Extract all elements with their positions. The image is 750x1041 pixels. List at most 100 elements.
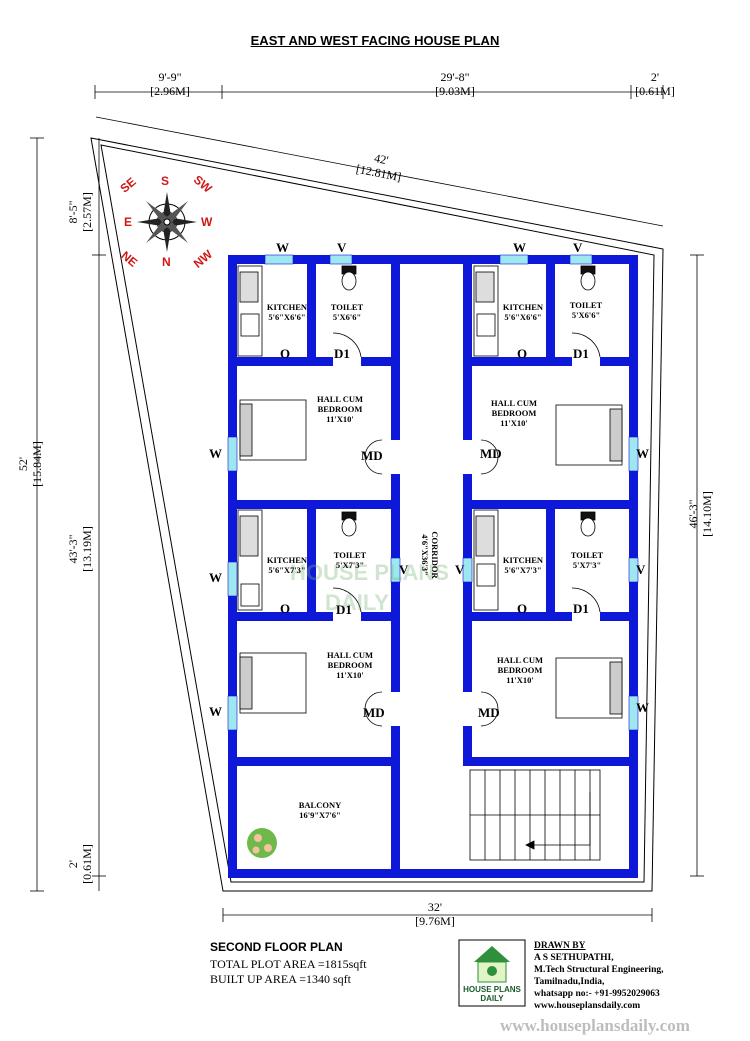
dim-left-mid: 43'-3" [13.19M] xyxy=(66,509,94,589)
staircase xyxy=(469,769,601,861)
kitchen-fixtures xyxy=(237,265,499,611)
dim-right-total: 46'-3" [14.10M] xyxy=(686,474,714,554)
compass-s: S xyxy=(161,174,170,188)
room-name-1: HALL CUM xyxy=(496,655,544,665)
room-balcony: BALCONY 16'9"X7'6" xyxy=(290,800,350,820)
plan-name: SECOND FLOOR PLAN xyxy=(210,940,343,954)
dim-left-total: 52' [15.84M] xyxy=(16,424,44,504)
mark-window: W xyxy=(209,704,222,719)
mark-window: W xyxy=(209,570,222,585)
bed-fixtures xyxy=(239,399,623,719)
dim-bottom-m: [9.76M] xyxy=(415,914,455,928)
room-name: TOILET xyxy=(570,550,604,560)
room-name-1: HALL CUM xyxy=(490,398,538,408)
mark-window: W xyxy=(636,446,649,461)
room-name: KITCHEN xyxy=(502,555,544,565)
room-hall-bottom-right: HALL CUM BEDROOM 11'X10' xyxy=(490,655,550,685)
mark-door: D1 xyxy=(334,346,350,361)
room-name: TOILET xyxy=(333,550,367,560)
dim-top-mid-m: [9.03M] xyxy=(435,84,475,98)
room-hall-bottom-left: HALL CUM BEDROOM 11'X10' xyxy=(320,650,380,680)
drawn-by-name: A S SETHUPATHI, xyxy=(534,953,614,963)
plan-heading: EAST AND WEST FACING HOUSE PLAN xyxy=(250,33,500,48)
dim-left-top-ft: 8'-5" xyxy=(66,200,80,224)
room-name: KITCHEN xyxy=(502,302,544,312)
room-name-2: BEDROOM xyxy=(317,404,363,414)
dim-right-total-m: [14.10M] xyxy=(700,491,714,537)
dimension-lines xyxy=(30,85,704,922)
room-size: 5'X6'6" xyxy=(332,312,362,322)
dim-bottom: 32' [9.76M] xyxy=(390,900,480,928)
mark-door: D1 xyxy=(573,601,589,616)
room-toilet-bottom-left: TOILET 5'X7'3" xyxy=(325,550,375,570)
mark-main-door: MD xyxy=(361,448,383,463)
watermark-line2: DAILY xyxy=(325,590,389,615)
dim-top-mid: 29'-8" [9.03M] xyxy=(400,70,510,98)
room-size: 5'X7'3" xyxy=(572,560,602,570)
dim-top-right-ft: 2' xyxy=(650,70,660,84)
dim-top-left-ft: 9'-9" xyxy=(158,70,182,84)
logo-text: HOUSE PLANS DAILY xyxy=(459,985,525,1003)
dim-left-bottom: 2' [0.61M] xyxy=(66,824,94,904)
dim-left-bottom-ft: 2' xyxy=(66,859,80,869)
mark-window: W xyxy=(636,700,649,715)
mark-door: D1 xyxy=(336,602,352,617)
mark-opening: O xyxy=(517,601,528,616)
room-name-2: BEDROOM xyxy=(497,665,543,675)
room-size: 16'9"X7'6" xyxy=(299,810,341,820)
plot-area: TOTAL PLOT AREA =1815sqft xyxy=(210,957,367,971)
room-name: KITCHEN xyxy=(266,555,308,565)
room-size: 5'X7'3" xyxy=(335,560,365,570)
mark-opening: O xyxy=(280,601,291,616)
drawn-by-location: Tamilnadu,India, xyxy=(534,977,605,987)
room-size: 11'X10' xyxy=(506,675,534,685)
room-size: 11'X10' xyxy=(326,414,354,424)
dim-top-mid-ft: 29'-8" xyxy=(440,70,470,84)
drawn-by-qualification: M.Tech Structural Engineering, xyxy=(534,965,664,975)
logo-line1: HOUSE PLANS xyxy=(463,985,521,994)
mark-main-door: MD xyxy=(478,705,500,720)
room-size: 4'6"X36'3" xyxy=(420,534,430,576)
drawn-by-heading: DRAWN BY xyxy=(534,941,586,951)
room-name: CORRIDOR xyxy=(430,531,440,579)
room-name: BALCONY xyxy=(298,800,342,810)
doors xyxy=(332,332,601,727)
room-corridor: CORRIDOR 4'6"X36'3" xyxy=(420,515,440,595)
dim-top-left: 9'-9" [2.96M] xyxy=(120,70,220,98)
mark-ventilator: V xyxy=(573,240,583,255)
room-toilet-top-right: TOILET 5'X6'6" xyxy=(561,300,611,320)
room-hall-top-left: HALL CUM BEDROOM 11'X10' xyxy=(310,394,370,424)
drawn-by-phone: whatsapp no:- +91-9952029063 xyxy=(534,989,660,999)
drawn-by-web: www.houseplansdaily.com xyxy=(534,1001,641,1011)
room-size: 5'6"X6'6" xyxy=(268,312,306,322)
logo-line2: DAILY xyxy=(480,994,504,1003)
dim-left-top-m: [2.57M] xyxy=(80,192,94,232)
dim-left-total-m: [15.84M] xyxy=(30,441,44,487)
room-name: TOILET xyxy=(330,302,364,312)
mark-window: W xyxy=(513,240,526,255)
room-kitchen-top-left: KITCHEN 5'6"X6'6" xyxy=(262,302,312,322)
dim-left-bottom-m: [0.61M] xyxy=(80,844,94,884)
watermark-line1: HOUSE PLANS xyxy=(290,560,449,585)
mark-window: W xyxy=(209,446,222,461)
dim-left-mid-m: [13.19M] xyxy=(80,526,94,572)
room-name-1: HALL CUM xyxy=(326,650,374,660)
dim-top-right-m: [0.61M] xyxy=(635,84,675,98)
mark-ventilator: V xyxy=(399,562,409,577)
room-size: 5'6"X7'3" xyxy=(268,565,306,575)
room-toilet-top-left: TOILET 5'X6'6" xyxy=(322,302,372,322)
mark-ventilator: V xyxy=(455,562,465,577)
room-hall-top-right: HALL CUM BEDROOM 11'X10' xyxy=(484,398,544,428)
mark-opening: O xyxy=(517,346,528,361)
room-size: 11'X10' xyxy=(336,670,364,680)
toilet-fixtures xyxy=(341,265,596,537)
room-kitchen-top-right: KITCHEN 5'6"X6'6" xyxy=(498,302,548,322)
drawn-by-block: DRAWN BY A S SETHUPATHI, M.Tech Structur… xyxy=(534,940,744,1012)
windows xyxy=(227,254,639,731)
room-kitchen-bottom-right: KITCHEN 5'6"X7'3" xyxy=(498,555,548,575)
dim-top-right: 2' [0.61M] xyxy=(620,70,690,98)
room-size: 5'X6'6" xyxy=(571,310,601,320)
dim-left-top: 8'-5" [2.57M] xyxy=(66,172,94,252)
room-size: 11'X10' xyxy=(500,418,528,428)
